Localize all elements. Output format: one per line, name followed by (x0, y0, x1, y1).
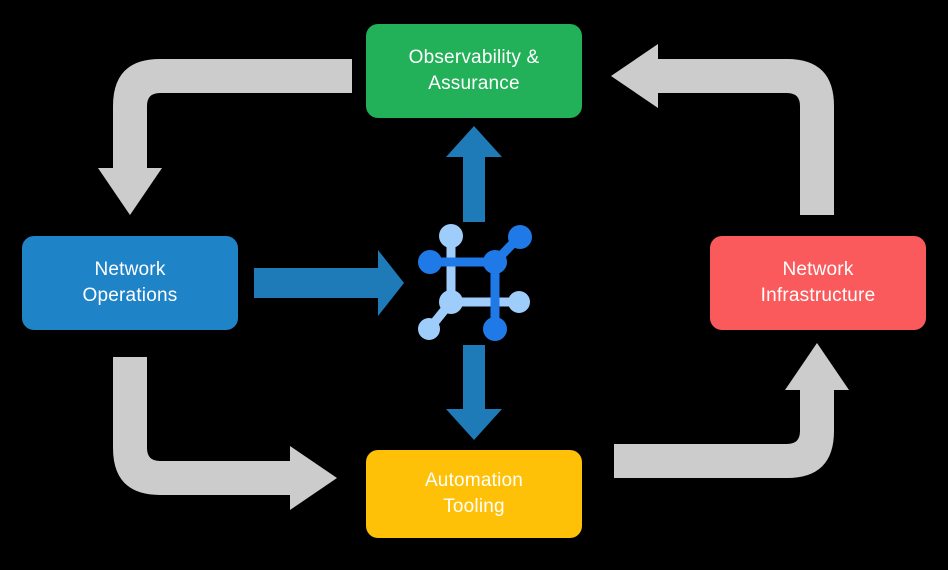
blue-arrow-center-to-observability (446, 126, 502, 222)
blue-arrow-center-to-automation (446, 345, 502, 440)
network-topology-icon (418, 224, 532, 341)
topology-node-top-right-dark (508, 225, 532, 249)
node-label-network-infrastructure: Network Infrastructure (760, 259, 876, 306)
topology-node-hub-dark (483, 250, 507, 274)
topology-node-bottom-dark (483, 317, 507, 341)
node-box-automation-tooling[interactable]: Automation Tooling (366, 450, 582, 538)
topology-node-hub-light (439, 290, 463, 314)
gray-arrow-observability-to-operations (98, 59, 352, 215)
node-label-automation-tooling: Automation Tooling (424, 470, 524, 517)
gray-arrow-infrastructure-to-observability (611, 44, 834, 215)
node-box-observability[interactable]: Observability & Assurance (366, 24, 582, 118)
gray-arrow-operations-to-automation (113, 357, 337, 510)
node-label-network-operations: Network Operations (82, 259, 178, 306)
topology-node-left-dark (418, 250, 442, 274)
topology-node-bottom-left-light (418, 318, 440, 340)
gray-arrow-automation-to-infrastructure (614, 343, 849, 478)
topology-node-top-light (439, 224, 463, 248)
node-box-network-operations[interactable]: Network Operations (22, 236, 238, 330)
topology-node-right-light (508, 291, 530, 313)
node-box-network-infrastructure[interactable]: Network Infrastructure (710, 236, 926, 330)
blue-arrow-operations-to-center (254, 250, 404, 316)
node-label-observability: Observability & Assurance (408, 47, 540, 94)
